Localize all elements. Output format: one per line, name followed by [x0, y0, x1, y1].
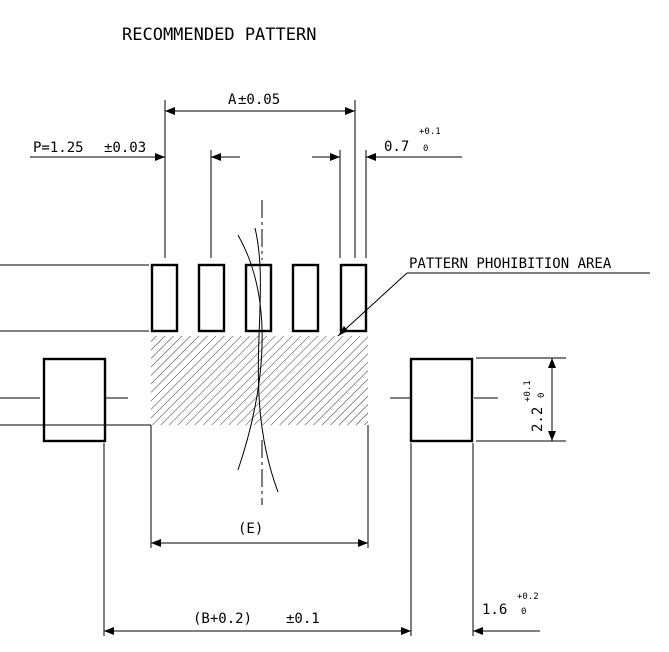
dim-height: 2.2 +0.1 0: [523, 358, 556, 441]
callout-label: PATTERN PHOHIBITION AREA: [409, 256, 612, 272]
top-pad: [150, 263, 179, 333]
dim-a-tol: ±0.05: [238, 92, 280, 108]
top-pad: [291, 263, 320, 333]
dim-side-width-value: 1.6: [482, 602, 507, 618]
dim-e: (E): [151, 521, 368, 547]
left-pad: [42, 357, 107, 443]
dim-pitch-label: P=1.25: [33, 140, 84, 156]
top-pad: [244, 263, 273, 333]
dim-height-tol-upper: +0.1: [523, 380, 533, 402]
top-pad: [339, 263, 368, 333]
extension-lines: [103, 100, 566, 636]
dim-top-width-tol-lower: 0: [423, 144, 428, 154]
dim-b-tol: ±0.1: [286, 611, 320, 627]
callout: PATTERN PHOHIBITION AREA: [337, 256, 650, 337]
reference-lines: [0, 264, 498, 426]
drawing-title: RECOMMENDED PATTERN: [122, 25, 316, 45]
top-pad: [197, 263, 226, 333]
dim-pitch: P=1.25 ±0.03: [30, 140, 240, 161]
dim-b: (B+0.2) ±0.1: [104, 611, 411, 635]
top-pads: [150, 263, 368, 333]
dim-height-value: 2.2: [530, 407, 546, 432]
dim-b-label: (B+0.2): [193, 611, 252, 627]
dim-pitch-tol: ±0.03: [104, 140, 146, 156]
dim-side-width: 1.6 +0.2 0: [473, 592, 540, 635]
dim-top-width-tol-upper: +0.1: [419, 127, 441, 137]
dim-height-tol-lower: 0: [537, 393, 547, 398]
dim-top-width: 0.7 +0.1 0: [312, 127, 462, 161]
dim-side-width-tol-upper: +0.2: [517, 592, 539, 602]
dim-a: A ±0.05: [165, 92, 355, 115]
dim-side-width-tol-lower: 0: [521, 607, 526, 617]
dim-top-width-value: 0.7: [384, 139, 409, 155]
right-pad: [409, 357, 474, 443]
break-lines: [237, 200, 279, 505]
dim-e-label: (E): [238, 521, 263, 537]
dim-a-label: A: [228, 92, 237, 108]
